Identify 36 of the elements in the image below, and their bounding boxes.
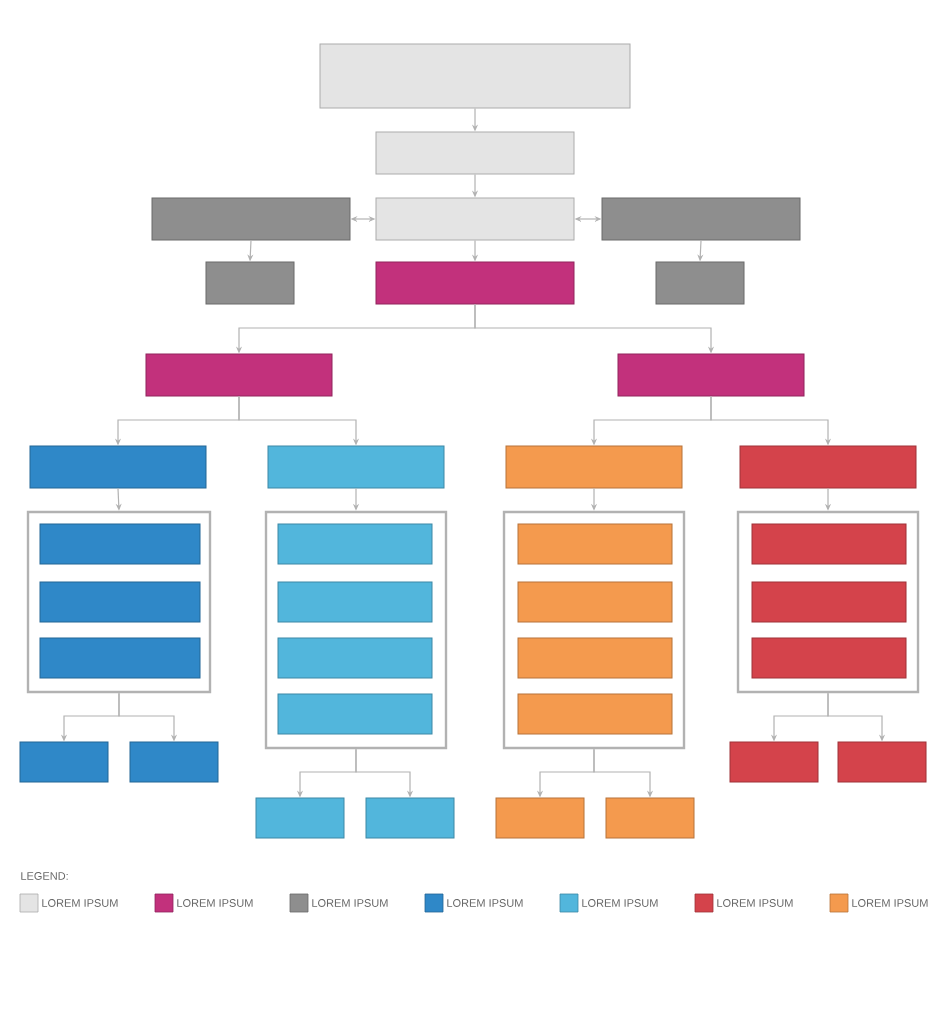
box	[365, 797, 455, 839]
box	[277, 581, 433, 623]
box	[277, 637, 433, 679]
box	[129, 741, 219, 783]
box	[517, 637, 673, 679]
box	[495, 797, 585, 839]
box	[277, 523, 433, 565]
box	[39, 581, 201, 623]
box	[505, 445, 683, 489]
box	[739, 445, 917, 489]
box	[751, 523, 907, 565]
box	[751, 637, 907, 679]
box	[145, 353, 333, 397]
box	[517, 693, 673, 735]
box	[729, 741, 819, 783]
box	[29, 445, 207, 489]
box	[655, 261, 745, 305]
box	[267, 445, 445, 489]
box	[277, 693, 433, 735]
box	[517, 581, 673, 623]
box	[375, 131, 575, 175]
box	[751, 581, 907, 623]
box	[39, 523, 201, 565]
box	[605, 797, 695, 839]
box	[617, 353, 805, 397]
box	[205, 261, 295, 305]
box	[151, 197, 351, 241]
box	[39, 637, 201, 679]
box	[19, 741, 109, 783]
box	[375, 261, 575, 305]
box	[375, 197, 575, 241]
box	[837, 741, 927, 783]
box	[255, 797, 345, 839]
box	[517, 523, 673, 565]
box	[601, 197, 801, 241]
box	[319, 43, 631, 109]
